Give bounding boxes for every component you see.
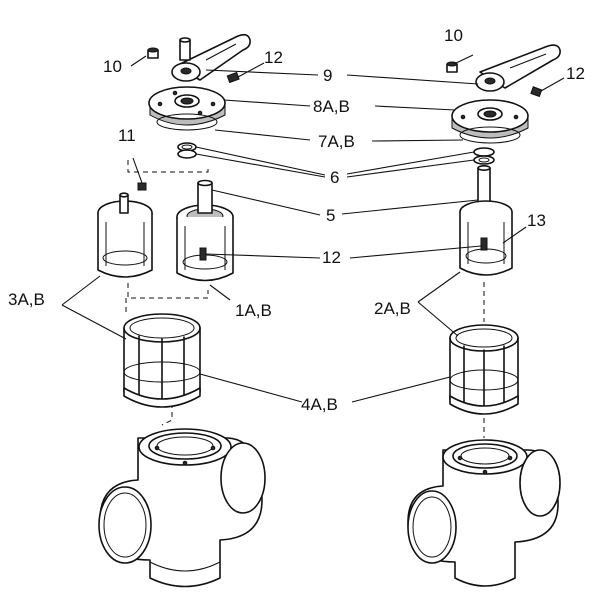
label-7: 7A,B bbox=[318, 132, 355, 151]
label-11: 11 bbox=[118, 126, 136, 145]
part-labels: 10 12 9 8A,B 7A,B 6 11 5 12 3A,B 1A,B 4A… bbox=[8, 26, 585, 414]
right-o-ring bbox=[473, 147, 495, 165]
right-screw-12-top bbox=[530, 86, 543, 98]
left-cover-plate bbox=[148, 86, 226, 131]
right-handle bbox=[475, 44, 561, 92]
left-cartridge-1 bbox=[176, 179, 234, 282]
label-4: 4A,B bbox=[301, 395, 338, 414]
right-valve-body bbox=[407, 439, 561, 587]
leader-lines bbox=[61, 54, 565, 403]
left-screw-10 bbox=[147, 47, 159, 59]
label-8: 8A,B bbox=[313, 97, 350, 116]
left-basket-4 bbox=[123, 313, 201, 408]
label-10-left: 10 bbox=[103, 57, 122, 76]
right-cartridge-2 bbox=[459, 165, 513, 276]
left-screw-11 bbox=[137, 182, 147, 191]
left-assembly bbox=[97, 33, 266, 588]
label-13: 13 bbox=[527, 211, 546, 230]
label-9: 9 bbox=[323, 66, 332, 85]
left-valve-body bbox=[98, 428, 266, 588]
right-screw-10 bbox=[446, 61, 458, 73]
left-screw-12-top bbox=[226, 71, 240, 84]
right-assembly bbox=[407, 44, 561, 587]
right-basket-4 bbox=[449, 324, 519, 415]
label-1: 1A,B bbox=[235, 301, 272, 320]
left-o-ring bbox=[177, 142, 197, 159]
label-10-right: 10 bbox=[444, 26, 463, 45]
left-cartridge-3 bbox=[97, 192, 153, 278]
label-6: 6 bbox=[330, 168, 339, 187]
label-3: 3A,B bbox=[8, 290, 45, 309]
label-2: 2A,B bbox=[374, 299, 411, 318]
label-5: 5 bbox=[326, 206, 335, 225]
label-12-top-left: 12 bbox=[264, 48, 283, 67]
label-12-middle: 12 bbox=[322, 248, 341, 267]
right-cover-plate bbox=[451, 99, 529, 144]
left-handle bbox=[171, 33, 251, 82]
label-12-top-right: 12 bbox=[566, 64, 585, 83]
